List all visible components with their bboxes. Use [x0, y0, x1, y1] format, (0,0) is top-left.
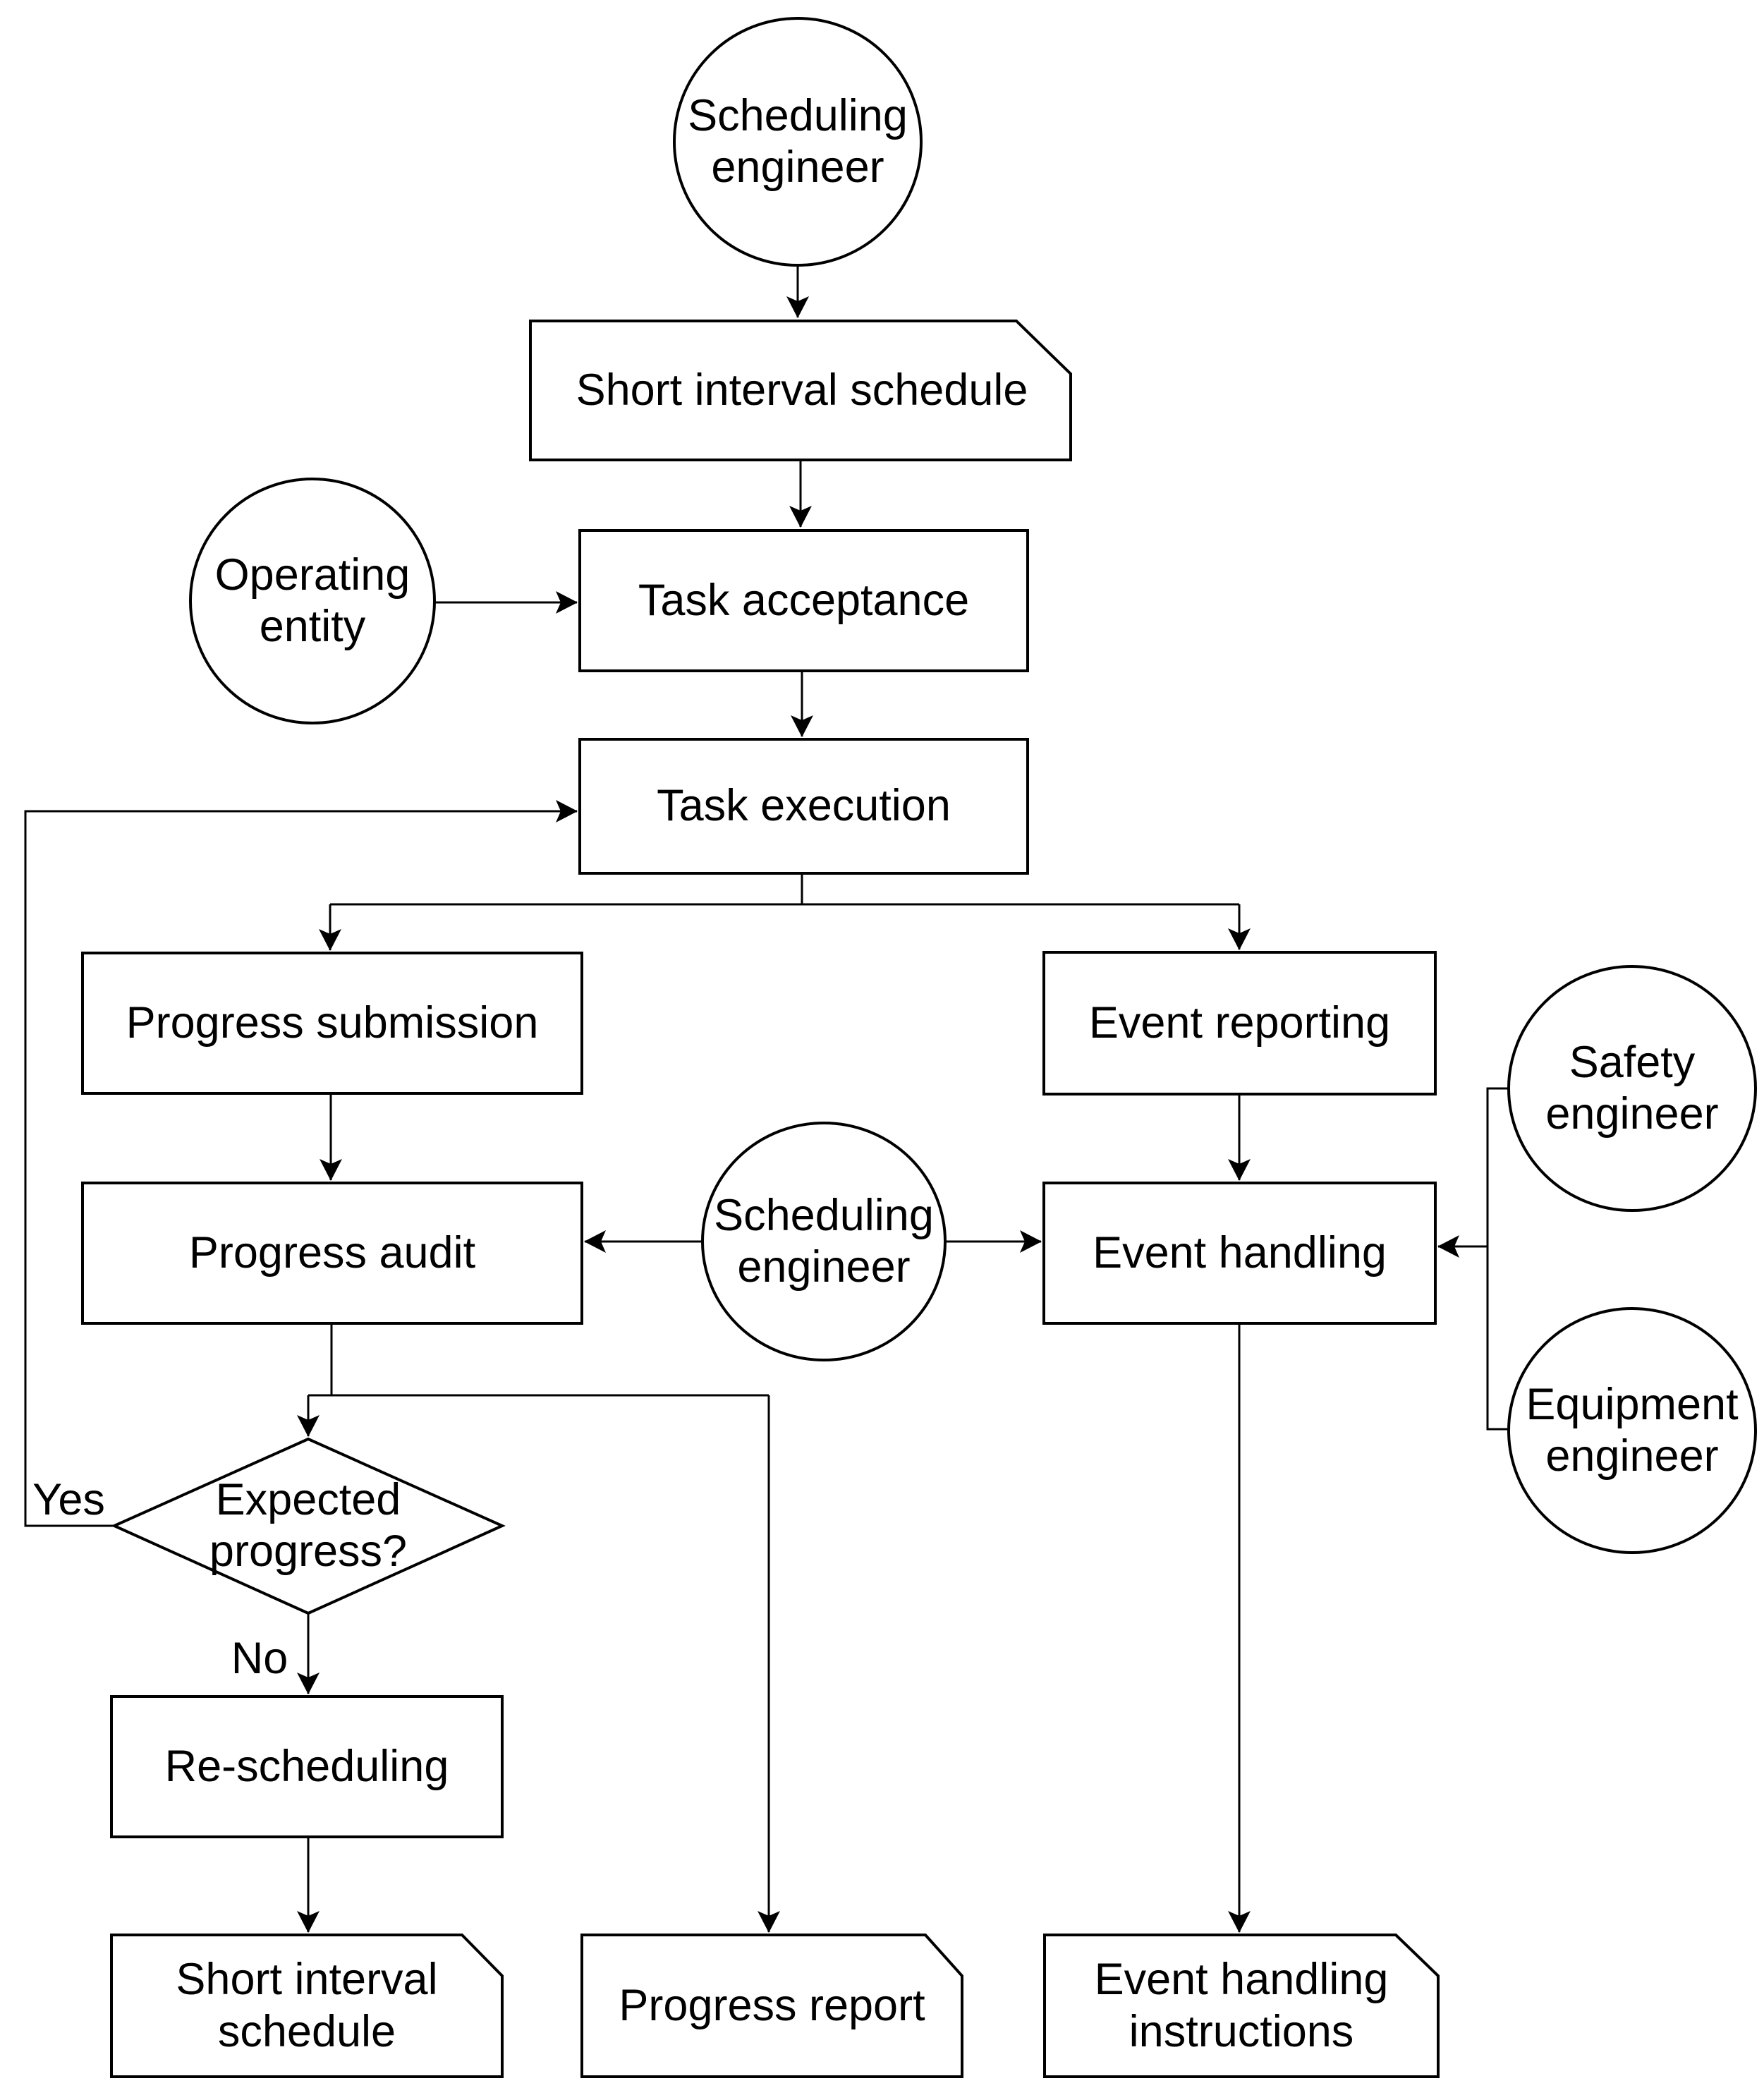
scheduling-engineer-mid-node [701, 1122, 947, 1361]
task-execution-box [578, 738, 1029, 875]
progress-submission-box [81, 952, 583, 1095]
progress-audit-box [81, 1182, 583, 1325]
task-acceptance-box [578, 529, 1029, 672]
equipment-engineer-node [1507, 1307, 1757, 1554]
short-interval-schedule-bottom-doc [110, 1934, 504, 2078]
expected-progress-decision [111, 1437, 506, 1615]
event-reporting-box [1042, 951, 1437, 1095]
safety-engineer-node [1507, 965, 1757, 1212]
edge-engineers-bracket [1486, 1087, 1509, 1431]
edge-yes-loop-to-task-execution [24, 800, 578, 1527]
operating-entity-node [189, 478, 436, 724]
event-handling-instructions-doc [1043, 1934, 1440, 2078]
event-handling-box [1042, 1182, 1437, 1325]
short-interval-schedule-top-doc [529, 320, 1072, 461]
progress-report-doc [580, 1934, 963, 2078]
re-scheduling-box [110, 1695, 504, 1838]
scheduling-engineer-top-node [673, 17, 923, 267]
